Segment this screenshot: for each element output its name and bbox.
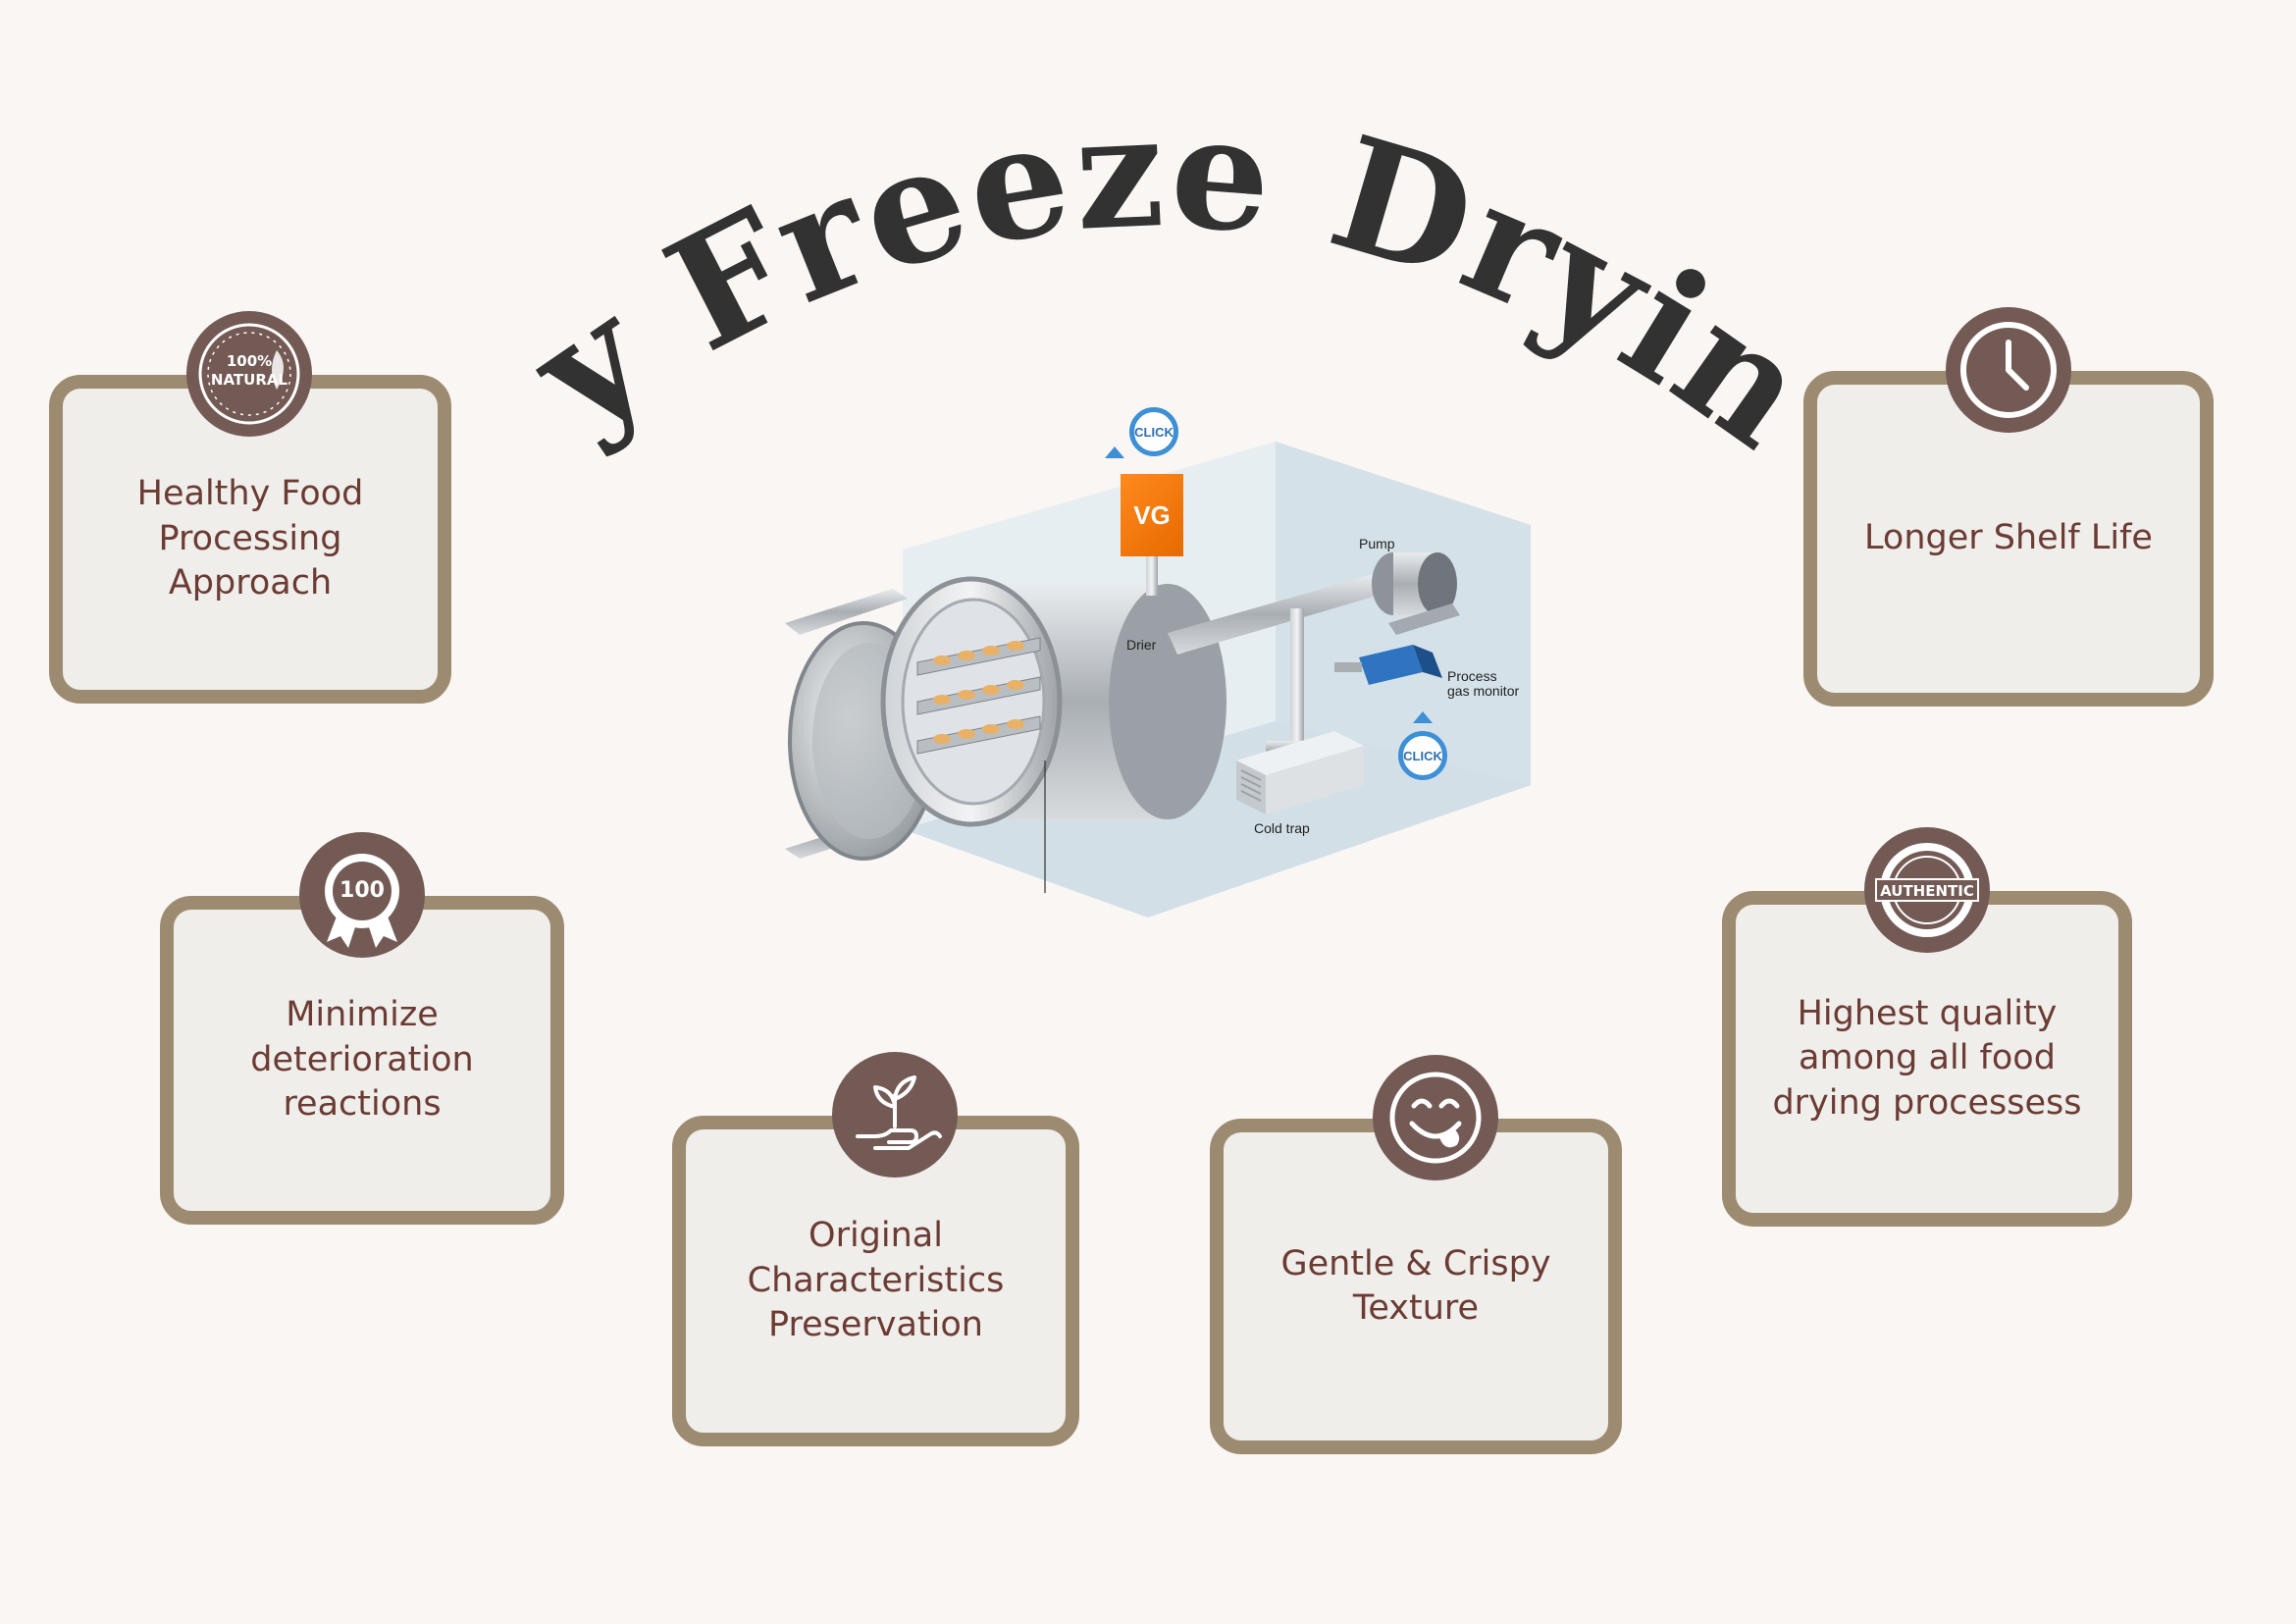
yummy-face-icon (1373, 1055, 1498, 1180)
feature-text: Gentle & Crispy Texture (1280, 1243, 1551, 1329)
freeze-dryer-illustration: VG CLICK CLICK Pump Drier Process gas mo… (746, 388, 1550, 937)
feature-text: Original Characteristics Preservation (747, 1216, 1005, 1345)
label-cold-trap: Cold trap (1254, 820, 1310, 836)
badge-text: 100% NATURAL (210, 352, 288, 389)
feature-card-gentle-crispy: Gentle & Crispy Texture (1210, 1119, 1622, 1454)
label-drier: Drier (1126, 637, 1157, 653)
feature-card-minimize-deterioration: Minimize deterioration reactions (160, 896, 564, 1225)
feature-card-highest-quality: Highest quality among all food drying pr… (1722, 891, 2132, 1227)
label-process-gas-monitor: Process gas monitor (1447, 668, 1520, 700)
label-pump: Pump (1359, 536, 1395, 551)
feature-text: Minimize deterioration reactions (250, 995, 474, 1125)
feature-card-original-characteristics: Original Characteristics Preservation (672, 1116, 1079, 1446)
badge-text: AUTHENTIC (1880, 882, 1974, 900)
product-trays (916, 637, 1041, 755)
authentic-stamp-icon: AUTHENTIC (1864, 827, 1990, 953)
freeze-dryer-drawing (785, 442, 1531, 917)
cold-trap-unit (1236, 731, 1364, 814)
click-pin-vacuum-gauge[interactable]: CLICK (1129, 407, 1178, 456)
plant-in-hand-icon (832, 1052, 958, 1178)
feature-text: Highest quality among all food drying pr… (1772, 993, 2082, 1123)
badge-text: 100 (339, 878, 385, 903)
clock-icon (1946, 307, 2071, 433)
vacuum-gauge: VG (1121, 474, 1183, 556)
click-pin-gas-monitor[interactable]: CLICK (1398, 731, 1447, 780)
feature-card-shelf-life: Longer Shelf Life (1803, 371, 2214, 707)
feature-text: Longer Shelf Life (1864, 518, 2153, 558)
pump-unit (1372, 552, 1460, 635)
feature-text: Healthy Food Processing Approach (136, 474, 364, 603)
best-quality-seal-icon: 100 (299, 832, 425, 958)
natural-100-badge-icon: 100% NATURAL (186, 311, 312, 437)
gas-monitor-unit (1334, 645, 1442, 685)
